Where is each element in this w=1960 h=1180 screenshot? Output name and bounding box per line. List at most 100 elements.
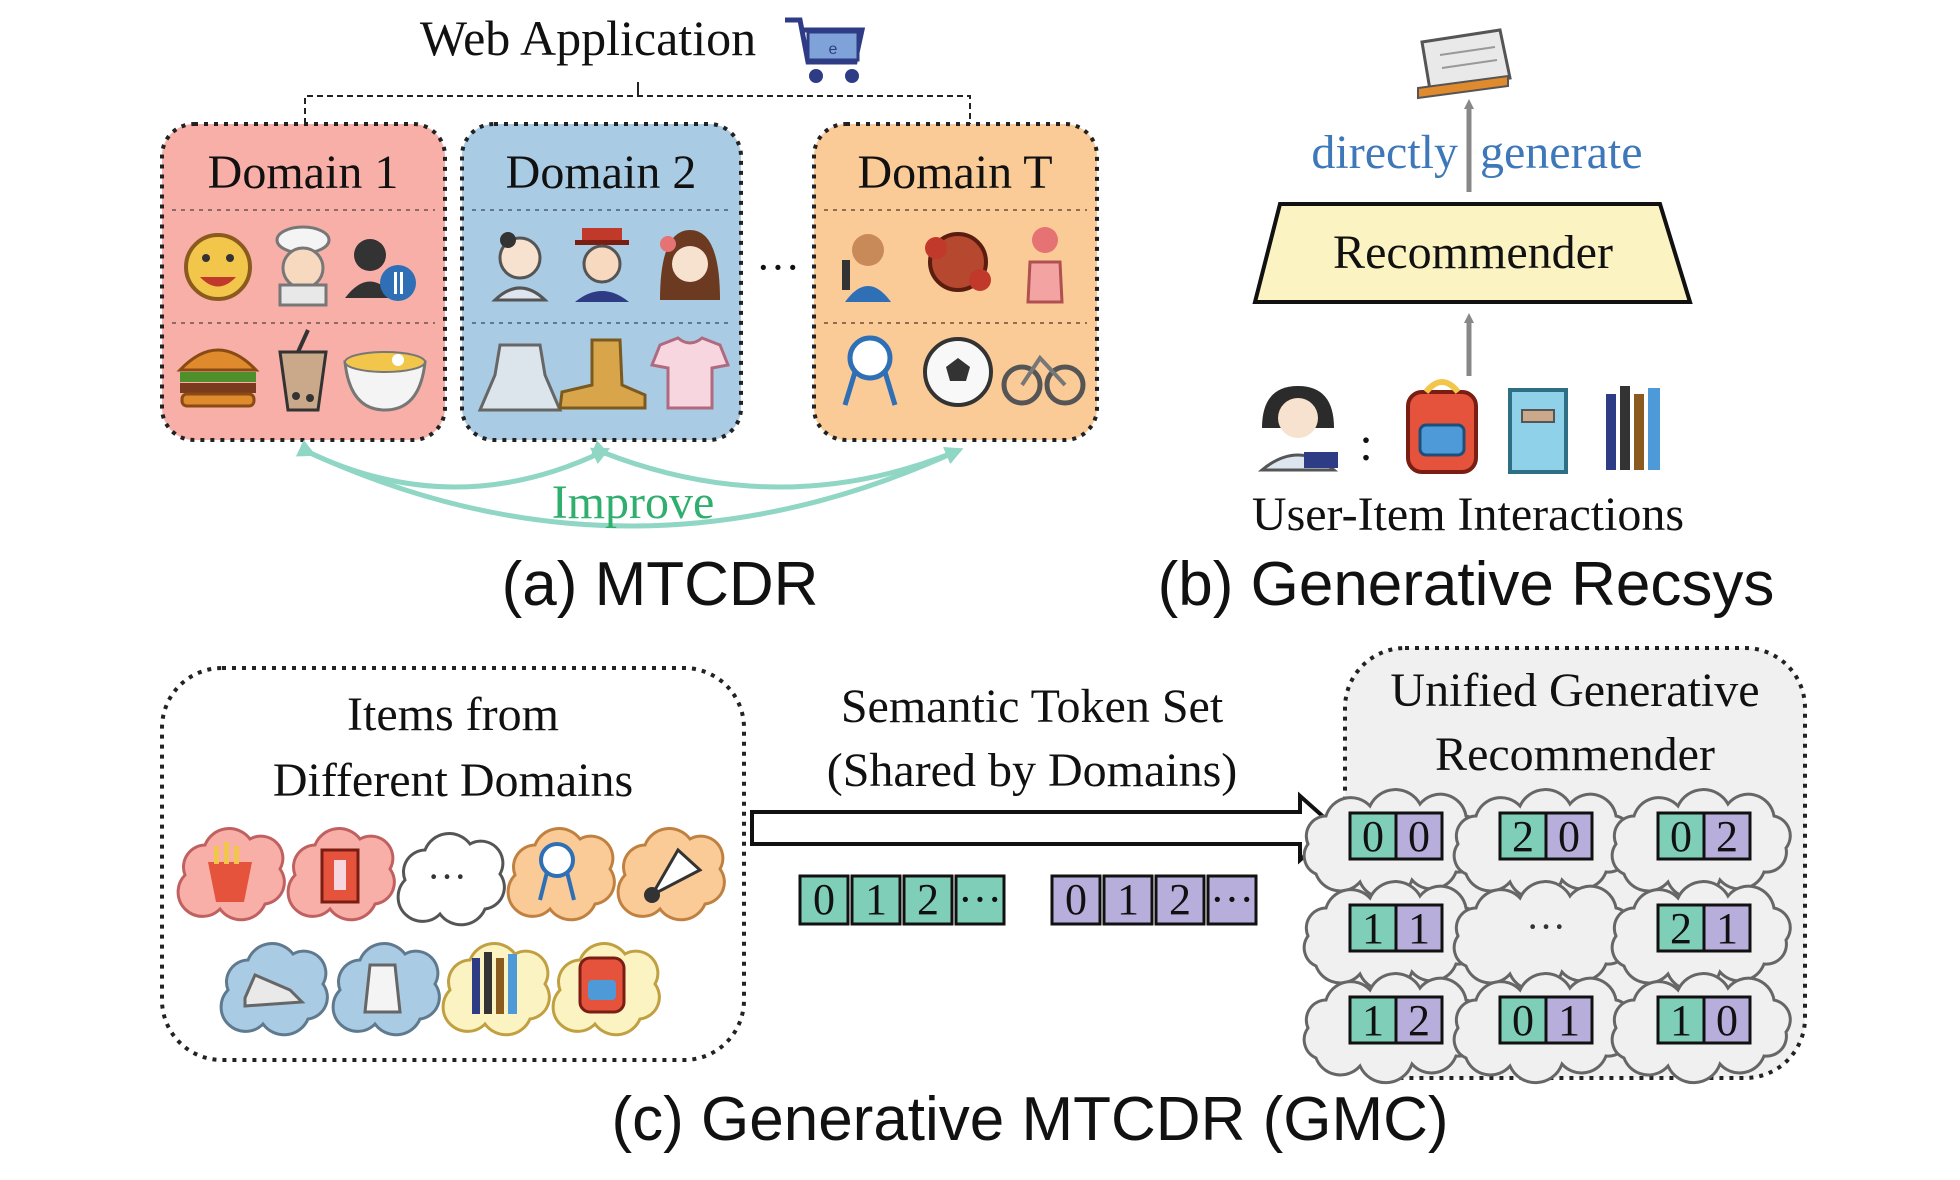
token-set-line1: Semantic Token Set: [841, 680, 1224, 733]
teal-token-label: ···: [958, 875, 1002, 924]
item-cloud-shuttlecock: [616, 827, 726, 922]
pair-first-token-box: [1348, 811, 1398, 861]
domains-ellipsis: ···: [756, 243, 800, 292]
teal-token-box: [798, 874, 850, 926]
web-application-title: Web Application: [420, 10, 756, 66]
items-title-line2: Different Domains: [273, 754, 633, 807]
backpack-icon: [1406, 379, 1478, 474]
domain-1-label: Domain 1: [208, 146, 399, 199]
caption-c: (c) Generative MTCDR (GMC): [611, 1085, 1448, 1154]
web-app-bracket: [304, 95, 971, 124]
dress-icon: [477, 343, 563, 412]
sportswoman-user-icon: [1026, 227, 1064, 304]
pair-second-token: 1: [1408, 904, 1430, 953]
recommender-label: Recommender: [1333, 226, 1613, 279]
burger-icon: [176, 348, 260, 408]
domain-2-label: Domain 2: [506, 146, 697, 199]
token-set-line2: (Shared by Domains): [827, 744, 1238, 797]
panel-b: directly generate Recommender : U: [1158, 28, 1775, 619]
items-ellipsis: ···: [427, 854, 467, 899]
notebook-icon: [1508, 388, 1568, 474]
t-shirt-icon: [649, 336, 731, 410]
laughing-face-icon: [184, 233, 252, 301]
caption-a: (a) MTCDR: [502, 550, 819, 619]
item-cloud-backpack: [551, 942, 661, 1037]
domain-t-label: Domain T: [857, 146, 1052, 199]
svg-text:e: e: [829, 41, 838, 58]
pair-second-token: 2: [1408, 996, 1430, 1045]
pair-second-token-box: [1394, 811, 1444, 861]
pair-second-token-box: [1394, 903, 1444, 953]
teal-token-box: [954, 874, 1006, 926]
pair-second-token: 2: [1716, 812, 1738, 861]
directly-label: directly: [1311, 126, 1458, 179]
pencils-icon: [1606, 386, 1660, 470]
man-hat-user-icon: [575, 228, 629, 302]
cycling-icon: [1001, 354, 1086, 406]
teal-token-label: 1: [865, 875, 887, 924]
item-cloud-drink: [286, 827, 396, 922]
pair-first-token: 0: [1512, 996, 1534, 1045]
panel-a: Web Application e Domain 1: [160, 10, 1099, 619]
item-cloud-fries: [176, 827, 286, 922]
purple-token-box: [1154, 874, 1206, 926]
teal-token-label: 0: [813, 875, 835, 924]
girl-user-icon: [660, 230, 720, 300]
domain-1-box: Domain 1: [160, 122, 447, 442]
improve-label: Improve: [552, 476, 715, 529]
open-book-icon: [1417, 28, 1512, 100]
unified-title-line1: Unified Generative: [1390, 664, 1759, 717]
pair-second-token-box: [1544, 811, 1594, 861]
items-title-line1: Items from: [347, 688, 559, 741]
item-cloud-clothes: [331, 942, 441, 1037]
item-cloud-badminton: [506, 827, 616, 922]
badminton-icon: [842, 335, 898, 406]
pair-second-token: 0: [1716, 996, 1738, 1045]
chef-icon: [275, 225, 331, 307]
interaction-colon: :: [1359, 418, 1372, 471]
noodle-bowl-icon: [343, 351, 427, 412]
teal-token-label: 2: [917, 875, 939, 924]
caption-b: (b) Generative Recsys: [1158, 550, 1775, 619]
user-avatar-icon: [1257, 386, 1339, 472]
bubble-tea-icon: [278, 329, 328, 412]
improve-arrows: [296, 440, 964, 529]
woman-user-icon: [491, 232, 549, 302]
recommender-box: [1252, 202, 1693, 304]
pair-second-token: 0: [1408, 812, 1430, 861]
purple-token-box: [1206, 874, 1258, 926]
pair-first-token: 0: [1670, 812, 1692, 861]
pair-first-token: 2: [1512, 812, 1534, 861]
domain-2-box: Domain 2: [460, 122, 743, 442]
purple-token-label: ···: [1210, 875, 1254, 924]
pair-second-token-box: [1702, 995, 1752, 1045]
pair-first-token-box: [1348, 903, 1398, 953]
item-cloud-ellipsis: ···: [396, 832, 506, 927]
pair-first-token-box: [1498, 811, 1548, 861]
pair-first-token: 1: [1362, 996, 1384, 1045]
teal-token-box: [850, 874, 902, 926]
unified-title-line2: Recommender: [1435, 728, 1715, 781]
interactions-label: User-Item Interactions: [1252, 488, 1684, 541]
item-cloud-shoe: [219, 942, 329, 1037]
boxer-user-icon: [925, 232, 991, 292]
generate-label: generate: [1480, 126, 1643, 179]
purple-token-label: 2: [1169, 875, 1191, 924]
teal-token-box: [902, 874, 954, 926]
pair-second-token-box: [1394, 995, 1444, 1045]
pair-first-token: 1: [1362, 904, 1384, 953]
domain-t-box: Domain T: [812, 122, 1099, 442]
shared-token-arrow: [750, 791, 1340, 865]
pair-second-token: 1: [1558, 996, 1580, 1045]
pair-first-token: 1: [1670, 996, 1692, 1045]
soccer-ball-icon: [923, 337, 993, 407]
shopping-cart-icon: e: [785, 17, 866, 83]
pair-second-token-box: [1544, 995, 1594, 1045]
pair-second-token-box: [1702, 903, 1752, 953]
purple-token-label: 0: [1065, 875, 1087, 924]
pair-second-token: 0: [1558, 812, 1580, 861]
